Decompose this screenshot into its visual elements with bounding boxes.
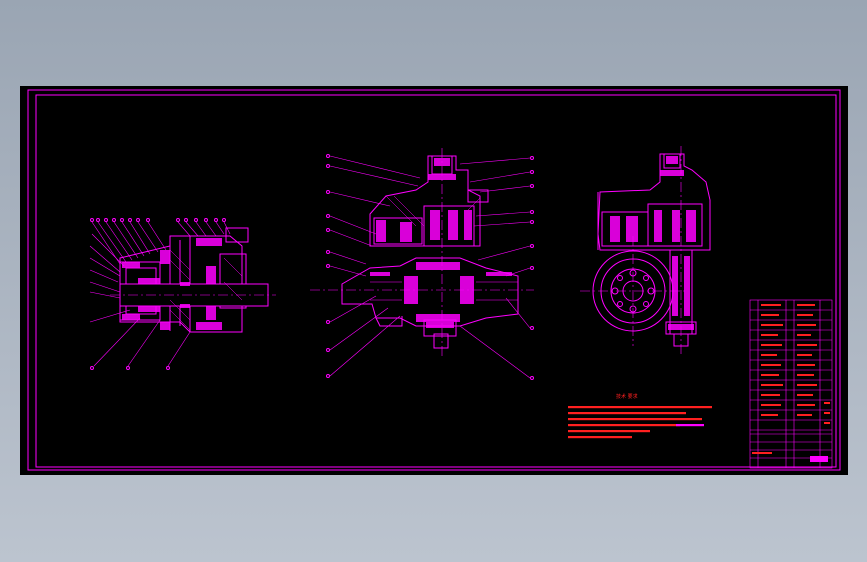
drawing-sheet: 技术 要求 — [20, 86, 848, 475]
parts-list-entries — [752, 304, 830, 462]
notes-heading: 技术 要求 — [616, 393, 638, 400]
outer-frame — [27, 89, 841, 471]
right-side-view — [580, 146, 711, 354]
left-view-leaders — [89, 221, 231, 367]
inner-frame — [35, 94, 837, 468]
center-view-balloons — [326, 154, 534, 380]
center-section-view — [310, 148, 534, 380]
parts-list-table — [749, 299, 833, 469]
technical-requirements: 技术 要求 — [568, 393, 712, 439]
left-section-view — [89, 218, 276, 370]
parts-list-rows — [750, 309, 832, 459]
left-view-balloons — [90, 218, 226, 370]
notes-lines — [568, 406, 712, 439]
cad-drawing: 技术 要求 — [27, 89, 841, 471]
